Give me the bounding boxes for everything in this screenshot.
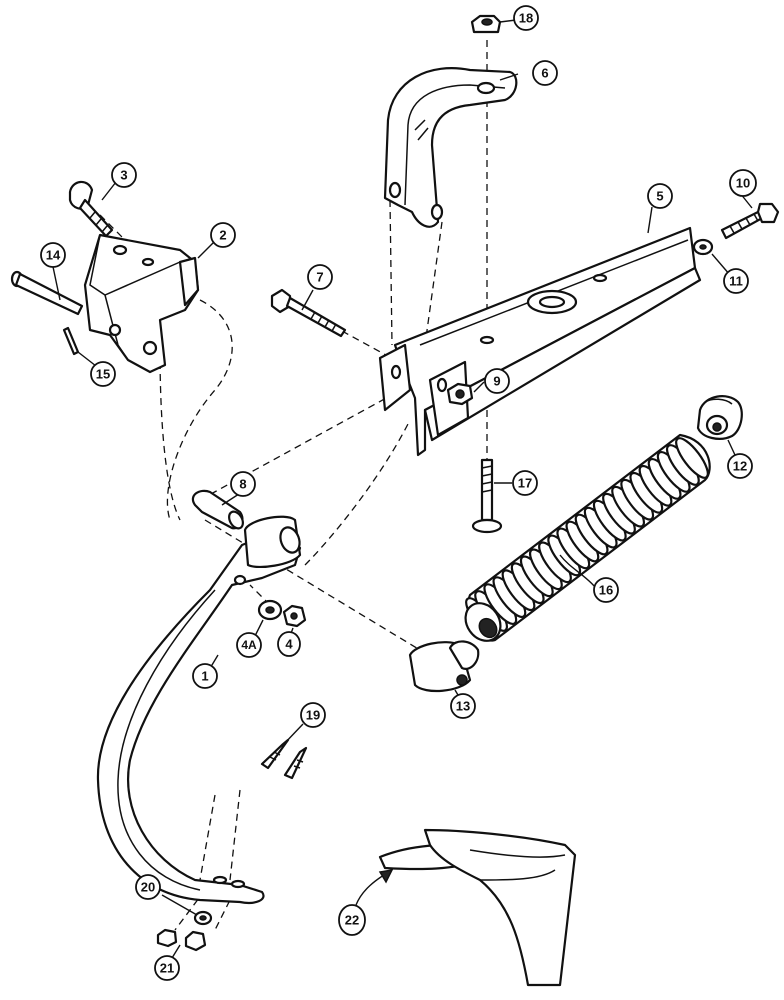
- callout-6: 6: [532, 60, 558, 86]
- part-7-bolt: [270, 288, 347, 338]
- part-15-cotter-pin: [62, 326, 80, 356]
- callout-5: 5: [647, 183, 673, 209]
- callout-1-label: 1: [201, 669, 208, 684]
- part-13-spring-fitting: [408, 640, 480, 693]
- callout-7: 7: [307, 264, 333, 290]
- callout-11-label: 11: [729, 274, 743, 289]
- callout-21-label: 21: [160, 961, 174, 976]
- callout-11: 11: [723, 268, 749, 294]
- callout-14: 14: [40, 242, 66, 268]
- spring-coils: [465, 437, 709, 639]
- callout-21: 21: [154, 955, 180, 981]
- part-18-nut: [470, 14, 502, 34]
- callout-4: 4: [277, 631, 301, 657]
- callout-17-label: 17: [518, 476, 532, 491]
- callout-9-label: 9: [493, 374, 500, 389]
- callout-19-label: 19: [306, 708, 320, 723]
- callout-10-label: 10: [736, 176, 750, 191]
- part-6-hanger-bracket: [383, 67, 518, 228]
- part-20-washer: [193, 910, 213, 926]
- callout-20: 20: [135, 874, 161, 900]
- callout-2-label: 2: [219, 228, 226, 243]
- callout-17: 17: [512, 470, 538, 496]
- callout-16-label: 16: [599, 583, 613, 598]
- callout-18: 18: [513, 5, 539, 31]
- callout-16: 16: [593, 577, 619, 603]
- part-21-nuts: [156, 928, 207, 952]
- callout-18-label: 18: [519, 11, 533, 26]
- callout-19: 19: [300, 702, 326, 728]
- callout-4-label: 4: [285, 637, 293, 652]
- part-5-channel: [378, 226, 702, 457]
- part-10-bolt: [720, 202, 780, 240]
- callout-14-label: 14: [46, 248, 61, 263]
- callout-22-label: 22: [345, 913, 359, 928]
- part-14-pin: [10, 270, 84, 316]
- callout-8-label: 8: [239, 477, 246, 492]
- part-3-bolt: [68, 180, 114, 238]
- part-8-bushing: [191, 489, 244, 530]
- spring-coil-ring: [675, 437, 709, 479]
- part-17-bolt: [471, 458, 503, 534]
- callout-4a: 4A: [236, 632, 262, 658]
- part-1-pedal-arm: [96, 515, 302, 904]
- part-4a-washer: [257, 599, 283, 621]
- callout-9: 9: [484, 368, 510, 394]
- callout-5-label: 5: [656, 189, 663, 204]
- callout-10: 10: [729, 169, 757, 197]
- part-12-spring-cap: [696, 395, 743, 440]
- callout-12: 12: [727, 453, 753, 479]
- part-19-screws: [260, 738, 308, 780]
- callout-15-label: 15: [96, 367, 110, 382]
- callout-12-label: 12: [733, 459, 747, 474]
- callout-13-label: 13: [456, 699, 470, 714]
- callout-3-label: 3: [120, 168, 127, 183]
- part-22-pedal-pad: [378, 828, 577, 987]
- callout-15: 15: [90, 361, 116, 387]
- callout-1: 1: [192, 663, 218, 689]
- part-2-mounting-bracket: [83, 233, 200, 374]
- callout-6-label: 6: [541, 66, 548, 81]
- callout-22: 22: [338, 904, 366, 936]
- part-9-nut: [446, 382, 474, 406]
- callout-8: 8: [230, 471, 256, 497]
- callout-3: 3: [111, 162, 137, 188]
- callout-2: 2: [210, 222, 236, 248]
- part-4-nut: [282, 604, 307, 628]
- part-16-coil-spring: [464, 433, 711, 642]
- callout-4a-label: 4A: [241, 638, 257, 652]
- callout-20-label: 20: [141, 880, 155, 895]
- callout-13: 13: [450, 693, 476, 719]
- part-11-washer: [692, 238, 714, 256]
- callout-7-label: 7: [316, 270, 323, 285]
